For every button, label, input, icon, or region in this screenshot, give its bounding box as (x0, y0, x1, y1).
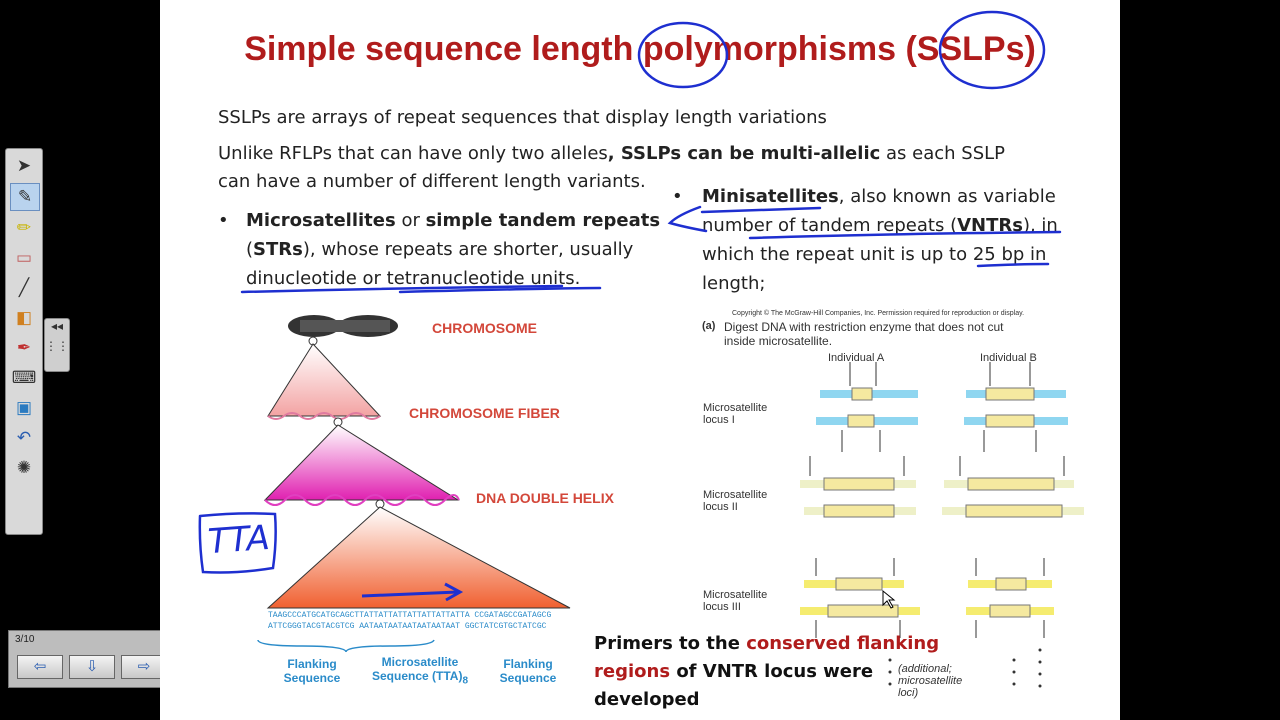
locus-1-individual-b (964, 362, 1068, 452)
developed-text: developed (594, 689, 700, 710)
toolbar-collapse-handle[interactable]: ◂◂ ⋮⋮ (44, 318, 70, 372)
repeat-unit-text: which the repeat unit is up to 25 bp in (702, 244, 1047, 265)
microsatellites-term: Microsatellites (246, 210, 396, 231)
locus-1-label: Microsatellite locus I (703, 402, 768, 426)
eraser-icon[interactable]: ▭ (15, 248, 33, 267)
line-icon[interactable]: ╱ (18, 278, 30, 297)
previous-page-button[interactable]: ⇦ (17, 655, 63, 679)
sslps-circle (938, 10, 1046, 90)
str-term: simple tandem repeats (425, 210, 661, 231)
next-page-button[interactable]: ⇨ (121, 655, 167, 679)
length-variants-line: can have a number of different length va… (218, 171, 646, 192)
microsatellite-label: Microsatellite Sequence (TTA)8 (360, 655, 480, 686)
flanking-left-label: Flanking Sequence (283, 657, 341, 685)
ink-annotations (198, 10, 1062, 574)
underline-tandem-repeats (748, 230, 1062, 240)
page-menu-button[interactable]: ⇩ (69, 655, 115, 679)
continuation-dots (888, 648, 1042, 688)
underline-25bp (976, 262, 1050, 268)
collapse-arrows-icon: ◂◂ (50, 319, 64, 333)
chromosome-icon (288, 315, 398, 337)
arrow-right-icon: ⇨ (137, 658, 151, 675)
allele-line: Unlike RFLPs that can have only two alle… (218, 139, 1005, 168)
conserved-flanking-text: conserved flanking (746, 633, 940, 654)
microsatellite-loci-figure (800, 362, 1084, 688)
menu-down-icon: ⇩ (85, 658, 99, 675)
dna-helix-triangle (263, 424, 460, 501)
bullet-dot: • (218, 210, 229, 231)
copyright-notice: Copyright © The McGraw-Hill Companies, I… (732, 310, 1025, 317)
page-navigator: 3/10 ⇦ ⇩ ⇨ (8, 630, 174, 688)
in-text: ), in (1022, 215, 1058, 236)
additional-loci-label: (additional; microsatellite loci) (898, 663, 963, 699)
microsatellite-bullet: • Microsatellites or simple tandem repea… (218, 206, 661, 293)
individual-a-label: Individual A (828, 352, 885, 364)
dinucleotide-text: dinucleotide or tetranucleotide units. (246, 268, 581, 289)
minisatellites-term: Minisatellites (702, 186, 839, 207)
chromosome-fiber-label: CHROMOSOME FIBER (409, 405, 560, 421)
minisatellite-bullet: • Minisatellites, also known as variable… (672, 182, 1112, 298)
locus-3-individual-b (966, 558, 1054, 638)
locus-2-label: Microsatellite locus II (703, 489, 768, 513)
figure-caption-2: inside microsatellite. (724, 334, 833, 348)
variable-text: , also known as variable (838, 186, 1056, 207)
grip-icon: ⋮⋮ (45, 339, 69, 353)
bullet-dot: • (672, 186, 683, 207)
locus-3-label: Microsatellite locus III (703, 589, 768, 613)
underline-tetranucleotide (398, 286, 602, 294)
locus-2-individual-b (942, 456, 1084, 518)
dna-helix-label: DNA DOUBLE HELIX (476, 490, 614, 506)
locus-1-individual-a (816, 362, 918, 452)
flanking-right-label: Flanking Sequence (499, 657, 557, 685)
poly-circle (637, 21, 729, 89)
cursor-icon[interactable]: ➤ (16, 156, 32, 175)
underline-dinucleotide (240, 284, 564, 294)
pen-icon[interactable]: ✎ (10, 183, 40, 211)
vntrs-abbr: VNTRs (957, 215, 1023, 236)
settings-icon[interactable]: ✺ (16, 458, 32, 477)
chromosome-label: CHROMOSOME (432, 320, 537, 336)
sequence-top-strand: TAAGCCCATGCATGCAGCTTATTATTATTATTATTATTAT… (268, 611, 552, 620)
tta-handwritten: TTA (206, 517, 272, 563)
capture-icon[interactable]: ▣ (15, 398, 33, 417)
individual-b-label: Individual B (980, 352, 1037, 364)
multi-allelic-text: , SSLPs can be multi-allelic (607, 143, 881, 164)
length-text: length; (702, 273, 766, 294)
underline-minisatellites (700, 206, 822, 214)
shapes-icon[interactable]: ◧ (15, 308, 33, 327)
page-number: 3/10 (15, 634, 35, 645)
regions-text: regions (594, 661, 671, 682)
figure-caption-1: Digest DNA with restriction enzyme that … (724, 320, 1004, 334)
strs-abbr: STRs (253, 239, 303, 260)
vntr-locus-text: of VNTR locus were (670, 661, 874, 682)
floating-toolbar: ➤ ✎ ✏ ▭ ╱ ◧ ✒ ⌨ ▣ ↶ ✺ (5, 148, 43, 535)
chromosome-fiber-triangle (267, 343, 382, 417)
undo-icon[interactable]: ↶ (16, 428, 32, 447)
microsatellite-label-text: Microsatellite Sequence (TTA) (371, 655, 463, 683)
magic-pen-icon[interactable]: ✒ (16, 338, 32, 357)
primers-note: Primers to the conserved flanking region… (594, 630, 939, 714)
keyboard-icon[interactable]: ⌨ (11, 368, 37, 387)
locus-3-individual-a (800, 558, 920, 638)
sequence-triangle (266, 506, 571, 609)
mouse-cursor-icon (882, 589, 896, 609)
microsatellite-subscript: 8 (462, 675, 468, 687)
primers-text: Primers to the (594, 633, 747, 654)
tta-box (198, 512, 277, 574)
slide: Simple sequence length polymorphisms (SS… (160, 0, 1120, 720)
or-text: or (395, 210, 426, 231)
locus-2-individual-a (800, 456, 916, 518)
intro-line: SSLPs are arrays of repeat sequences tha… (218, 107, 827, 128)
chromosome-hierarchy-figure (257, 315, 571, 653)
paren-text: ( (246, 239, 254, 260)
bracket-arrow (667, 205, 708, 233)
repeats-shorter-text: ), whose repeats are shorter, usually (302, 239, 634, 260)
highlighter-icon[interactable]: ✏ (16, 218, 32, 237)
allele-text-end: as each SSLP (880, 143, 1005, 164)
allele-text: Unlike RFLPs that can have only two alle… (218, 143, 608, 164)
tandem-text: number of tandem repeats ( (702, 215, 958, 236)
arrow-left-icon: ⇦ (33, 658, 47, 675)
panel-letter: (a) (702, 320, 716, 332)
sequence-bottom-strand: ATTCGGGTACGTACGTCG AATAATAATAATAATAATAAT… (268, 622, 547, 631)
